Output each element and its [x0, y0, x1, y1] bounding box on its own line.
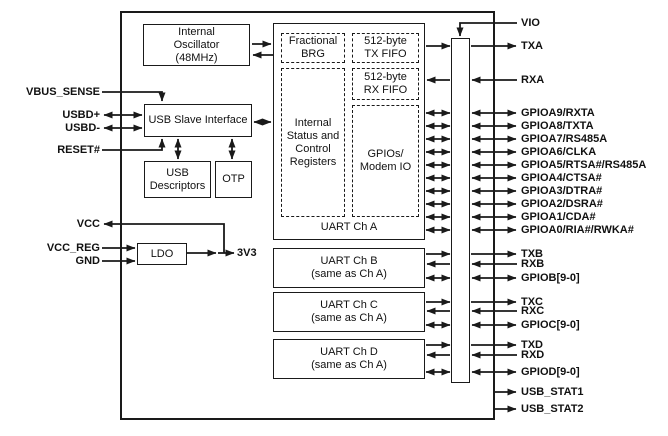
block-label: 512-byte — [364, 35, 407, 47]
pin-label-gpioa6: GPIOA6/CLKA — [521, 146, 597, 158]
pin-label-gpiod: GPIOD[9-0] — [521, 366, 580, 378]
block-label: UART Ch B — [320, 255, 378, 267]
pin-label-txa: TXA — [521, 40, 543, 52]
usb-slave-interface-block: USB Slave Interface — [144, 104, 252, 137]
pin-label-gpioa9: GPIOA9/RXTA — [521, 107, 595, 119]
pin-label-reset: RESET# — [57, 144, 100, 156]
block-label: (same as Ch A) — [311, 312, 387, 324]
uart-ch-d-block: UART Ch D (same as Ch A) — [273, 339, 425, 379]
pin-label-vbus-sense: VBUS_SENSE — [26, 86, 100, 98]
block-label: Modem IO — [359, 161, 412, 173]
block-label: BRG — [301, 48, 325, 60]
block-label: (48MHz) — [175, 51, 218, 64]
block-label: Descriptors — [149, 179, 206, 192]
status-control-registers-block: Internal Status and Control Registers — [281, 68, 345, 217]
pin-label-usbd-plus: USBD+ — [62, 109, 100, 121]
vbus-sense-wire — [102, 91, 166, 102]
block-label: Control — [295, 142, 331, 155]
pin-label-gpioa4: GPIOA4/CTSA# — [521, 172, 602, 184]
block-label: USB Slave Interface — [148, 114, 248, 126]
block-label: TX FIFO — [364, 48, 407, 60]
pin-label-gpioa7: GPIOA7/RS485A — [521, 133, 608, 145]
uart-ch-c-block: UART Ch C (same as Ch A) — [273, 292, 425, 332]
net-label-3v3: 3V3 — [237, 247, 257, 259]
pin-label-usb-stat2: USB_STAT2 — [521, 403, 584, 415]
block-label: USB — [166, 166, 189, 179]
fractional-brg-block: Fractional BRG — [281, 33, 345, 63]
block-label: (same as Ch A) — [311, 359, 387, 371]
block-label: (same as Ch A) — [311, 268, 387, 280]
pin-label-rxd: RXD — [521, 349, 545, 361]
usb-descriptors-block: USB Descriptors — [144, 161, 211, 198]
reset-wire — [102, 138, 166, 151]
vcc-wire — [103, 220, 225, 253]
block-label: Oscillator — [173, 38, 220, 51]
block-label: Fractional — [288, 35, 338, 47]
pin-label-gpioc: GPIOC[9-0] — [521, 319, 580, 331]
pin-label-gpioa3: GPIOA3/DTRA# — [521, 185, 603, 197]
pin-label-rxc: RXC — [521, 305, 545, 317]
pin-label-txc: TXC — [521, 296, 543, 308]
io-buffer-block — [451, 38, 470, 383]
pin-label-gpiob: GPIOB[9-0] — [521, 272, 580, 284]
block-label: GPIOs/ — [367, 148, 404, 160]
otp-block: OTP — [215, 161, 252, 198]
block-label: 512-byte — [364, 71, 407, 83]
uart-bcd-to-buffer-wires — [425, 250, 451, 376]
pin-label-vcc-reg: VCC_REG — [46, 242, 100, 254]
block-label: Registers — [289, 155, 337, 168]
pin-label-usb-stat1: USB_STAT1 — [521, 386, 584, 398]
pin-label-gpioa5: GPIOA5/RTSA#/RS485A — [521, 159, 647, 171]
uart-ch-a-block — [273, 23, 425, 240]
pin-label-gnd: GND — [75, 255, 100, 267]
pin-label-vio: VIO — [521, 17, 540, 29]
internal-oscillator-block: Internal Oscillator (48MHz) — [143, 24, 250, 66]
block-label: UART Ch D — [320, 346, 378, 358]
uart-a-to-buffer-wires — [425, 42, 451, 234]
pin-label-rxb: RXB — [521, 258, 545, 270]
pin-label-txb: TXB — [521, 248, 543, 260]
uart-ch-b-block: UART Ch B (same as Ch A) — [273, 248, 425, 288]
pin-label-gpioa1: GPIOA1/CDA# — [521, 211, 596, 223]
vio-wire — [456, 22, 517, 37]
block-label: LDO — [150, 247, 174, 260]
pin-label-vcc: VCC — [76, 218, 100, 230]
block-label: Internal — [294, 116, 332, 129]
block-label: RX FIFO — [363, 84, 408, 96]
rx-fifo-block: 512-byte RX FIFO — [352, 68, 419, 100]
pin-label-rxa: RXA — [521, 74, 545, 86]
gpios-modem-io-block: GPIOs/ Modem IO — [352, 105, 419, 217]
pin-label-gpioa2: GPIOA2/DSRA# — [521, 198, 603, 210]
pin-label-gpioa8: GPIOA8/TXTA — [521, 120, 594, 132]
internal-wires — [174, 40, 273, 160]
pin-label-usbd-minus: USBD- — [65, 122, 100, 134]
block-label: Status and — [286, 129, 340, 142]
ldo-block: LDO — [137, 243, 187, 265]
pin-label-txd: TXD — [521, 339, 543, 351]
block-label: UART Ch C — [320, 299, 378, 311]
chip-outline — [120, 11, 495, 420]
block-label: OTP — [222, 173, 245, 185]
uart-ch-a-label: UART Ch A — [320, 221, 378, 233]
block-label: Internal — [178, 25, 215, 38]
left-pin-wires — [102, 91, 235, 265]
tx-fifo-block: 512-byte TX FIFO — [352, 33, 419, 63]
pin-label-gpioa0: GPIOA0/RIA#/RWKA# — [521, 224, 634, 236]
